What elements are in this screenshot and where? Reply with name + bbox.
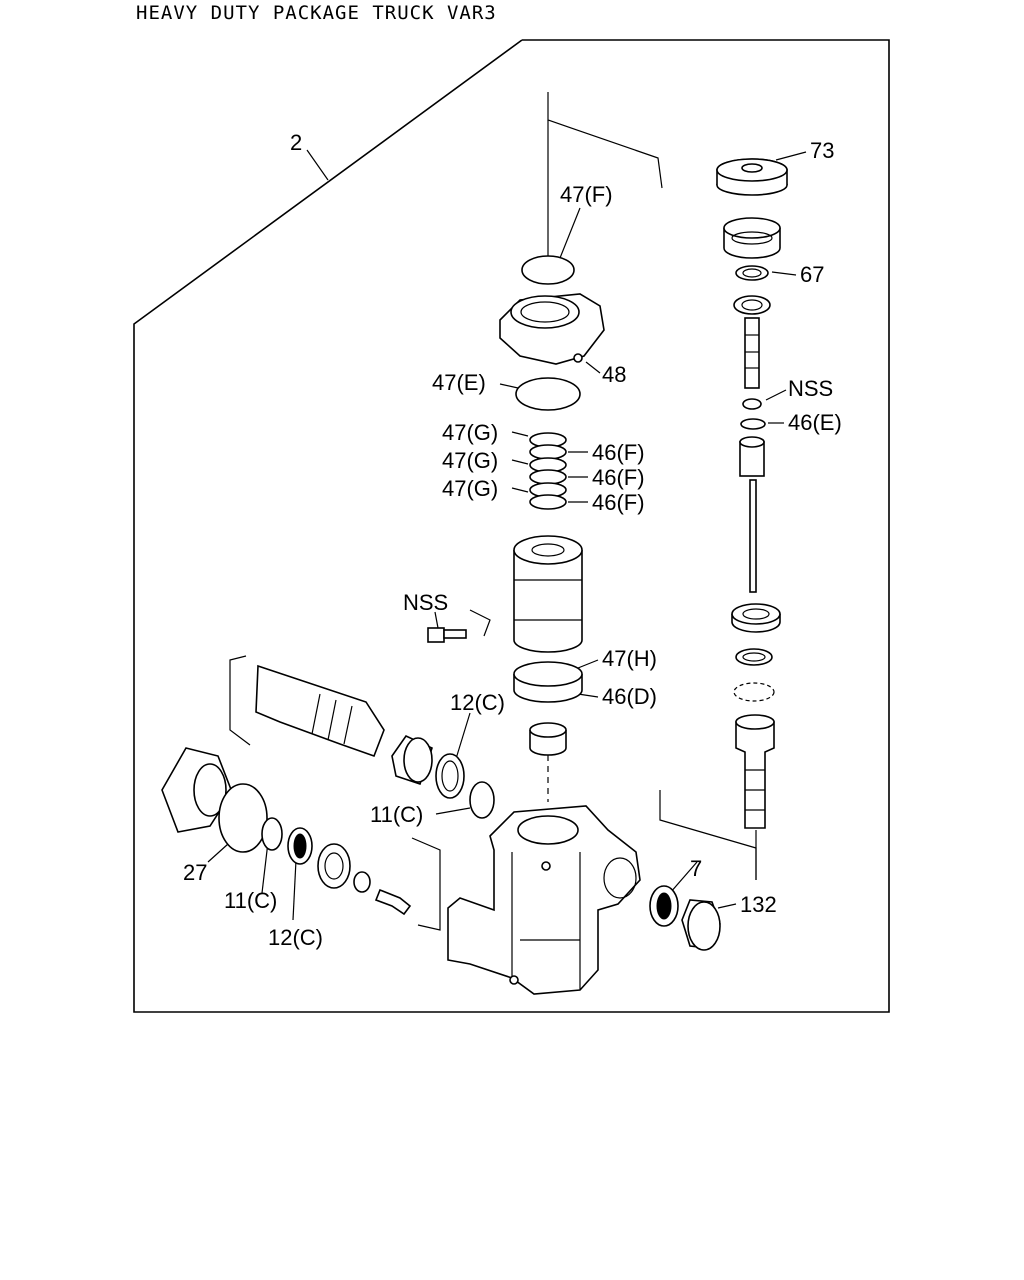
part-valve-rings bbox=[529, 432, 567, 510]
callout-47H: 47(H) bbox=[602, 646, 657, 671]
part-7-seal bbox=[649, 885, 679, 927]
part-rack-piston bbox=[513, 535, 583, 653]
callout-73: 73 bbox=[810, 138, 834, 163]
part-valve-housing bbox=[499, 293, 605, 365]
callout-47G-1: 47(G) bbox=[442, 420, 498, 445]
callout-47G-2: 47(G) bbox=[442, 448, 498, 473]
callout-132: 132 bbox=[740, 892, 777, 917]
callout-46F-2: 46(F) bbox=[592, 465, 645, 490]
callout-27: 27 bbox=[183, 860, 207, 885]
callout-nss-top: NSS bbox=[788, 376, 833, 401]
callout-46F-1: 46(F) bbox=[592, 440, 645, 465]
diagram-title: HEAVY DUTY PACKAGE TRUCK VAR3 bbox=[136, 2, 497, 24]
callout-46F-3: 46(F) bbox=[592, 490, 645, 515]
part-worm-shaft bbox=[735, 714, 775, 829]
part-end-plug bbox=[529, 722, 567, 756]
part-46E-oring bbox=[740, 418, 766, 430]
part-nss-top-ring bbox=[742, 398, 762, 410]
callout-47E: 47(E) bbox=[432, 370, 486, 395]
assembly-outline bbox=[133, 39, 890, 1013]
part-input-shaft bbox=[744, 317, 760, 389]
callout-11C-bottom: 11(C) bbox=[224, 888, 277, 913]
part-adjuster-plug bbox=[723, 217, 781, 259]
callout-11C-top: 11(C) bbox=[370, 802, 423, 827]
part-132-dust-cover bbox=[681, 899, 721, 951]
part-lock-nut bbox=[353, 871, 371, 893]
callout-47F: 47(F) bbox=[560, 182, 613, 207]
part-73-cap bbox=[716, 158, 788, 196]
part-47F-oring bbox=[521, 255, 575, 285]
part-nss-bolt bbox=[427, 609, 491, 643]
part-11C-top-ring bbox=[469, 781, 495, 819]
part-47H-ring bbox=[513, 661, 583, 703]
part-11C-bottom-ring bbox=[261, 817, 283, 851]
part-sector-shaft bbox=[255, 664, 385, 758]
part-12C-bottom-seal bbox=[287, 827, 313, 865]
callout-67: 67 bbox=[800, 262, 824, 287]
part-valve-sleeve bbox=[739, 436, 765, 477]
callout-12C-bottom: 12(C) bbox=[268, 925, 323, 950]
bracket-lines bbox=[229, 92, 757, 931]
part-gear-housing bbox=[447, 805, 641, 995]
part-27-oring bbox=[218, 783, 268, 853]
leader-lines bbox=[207, 149, 807, 921]
part-thrust-bearing bbox=[735, 648, 773, 666]
part-bearing-upper bbox=[733, 295, 771, 315]
part-adjust-screw bbox=[374, 888, 412, 916]
part-12C-top-seal bbox=[435, 753, 465, 799]
callout-nss-mid: NSS bbox=[403, 590, 448, 615]
part-side-bearing bbox=[317, 843, 351, 889]
part-balls-ring bbox=[733, 682, 775, 702]
callout-labels: 2 73 47(F) 67 48 47(E) NSS 46(E) 47(G) 4… bbox=[183, 130, 842, 950]
part-side-cover bbox=[161, 747, 233, 833]
part-bearing-race bbox=[731, 603, 781, 633]
part-67-seal bbox=[735, 265, 769, 281]
callout-47G-3: 47(G) bbox=[442, 476, 498, 501]
part-torsion-bar bbox=[749, 479, 757, 593]
callout-46D: 46(D) bbox=[602, 684, 657, 709]
callout-48: 48 bbox=[602, 362, 626, 387]
callout-7: 7 bbox=[690, 856, 702, 881]
callout-12C-top: 12(C) bbox=[450, 690, 505, 715]
part-sector-bearing bbox=[391, 734, 433, 786]
part-47E-oring bbox=[515, 377, 581, 411]
callout-46E: 46(E) bbox=[788, 410, 842, 435]
callout-2: 2 bbox=[290, 130, 302, 155]
